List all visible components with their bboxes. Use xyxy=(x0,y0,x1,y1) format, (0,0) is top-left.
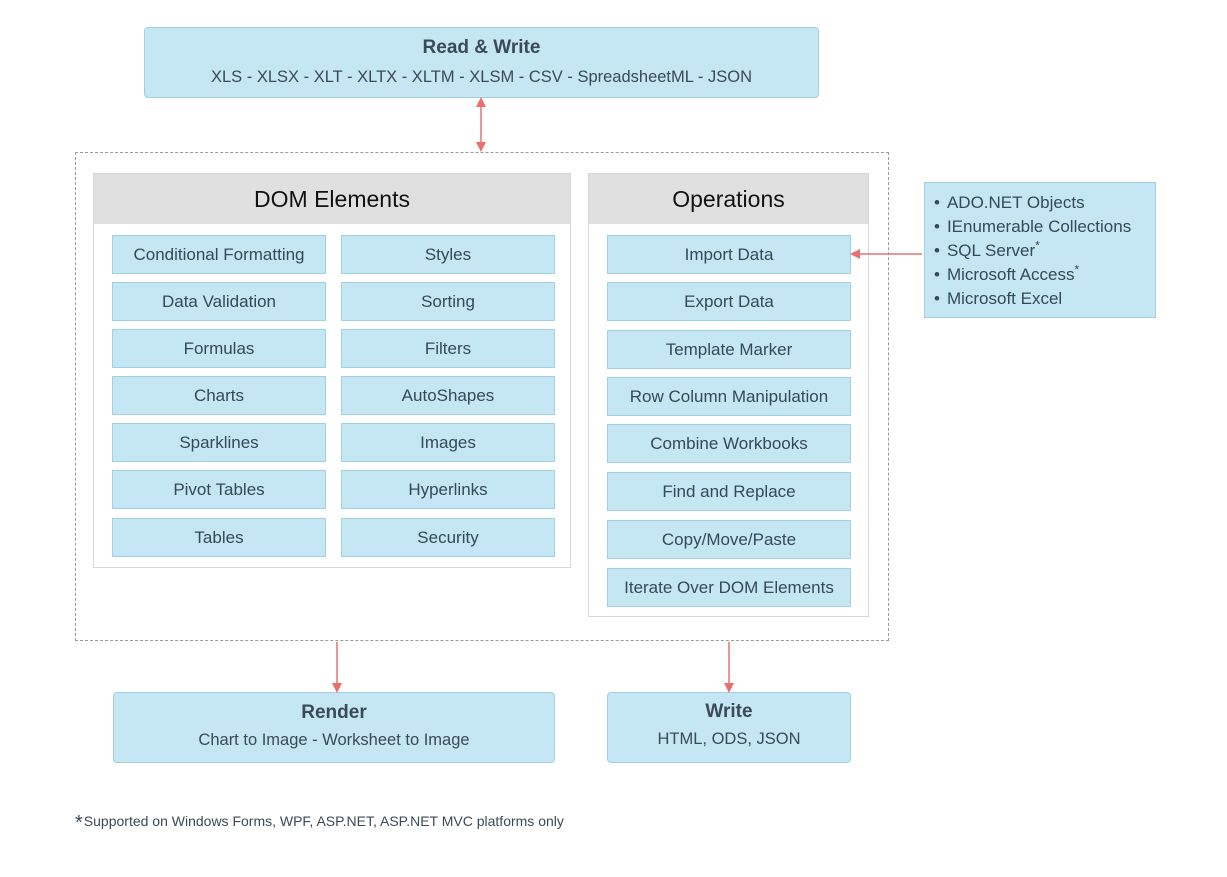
dom-element-cell: Charts xyxy=(112,376,326,415)
dom-element-cell: Styles xyxy=(341,235,555,274)
dom-elements-title: DOM Elements xyxy=(94,174,570,224)
data-source-item: Microsoft Access* xyxy=(934,263,1131,287)
operation-cell: Iterate Over DOM Elements xyxy=(607,568,851,607)
dom-element-cell: Data Validation xyxy=(112,282,326,321)
render-subtitle: Chart to Image - Worksheet to Image xyxy=(198,731,470,749)
dom-element-cell: Filters xyxy=(341,329,555,368)
dom-element-cell: Security xyxy=(341,518,555,557)
operation-cell: Combine Workbooks xyxy=(607,424,851,463)
data-source-item: IEnumerable Collections xyxy=(934,215,1131,239)
footnote-text: Supported on Windows Forms, WPF, ASP.NET… xyxy=(83,813,564,829)
write-box: Write HTML, ODS, JSON xyxy=(607,692,851,763)
data-source-item: SQL Server* xyxy=(934,239,1131,263)
data-sources-list: ADO.NET Objects IEnumerable Collections … xyxy=(934,191,1131,311)
data-sources-box: ADO.NET Objects IEnumerable Collections … xyxy=(924,182,1156,318)
operation-cell: Export Data xyxy=(607,282,851,321)
dom-element-cell: AutoShapes xyxy=(341,376,555,415)
write-formats: HTML, ODS, JSON xyxy=(657,730,801,748)
render-box: Render Chart to Image - Worksheet to Ima… xyxy=(113,692,555,763)
library-container xyxy=(75,152,889,641)
operation-cell: Find and Replace xyxy=(607,472,851,511)
read-write-title: Read & Write xyxy=(422,37,541,58)
dom-element-cell: Pivot Tables xyxy=(112,470,326,509)
operation-cell: Row Column Manipulation xyxy=(607,377,851,416)
operation-cell: Copy/Move/Paste xyxy=(607,520,851,559)
dom-element-cell: Hyperlinks xyxy=(341,470,555,509)
operation-cell: Template Marker xyxy=(607,330,851,369)
write-title: Write xyxy=(705,701,753,722)
render-title: Render xyxy=(301,702,367,723)
dom-element-cell: Conditional Formatting xyxy=(112,235,326,274)
read-write-formats: XLS - XLSX - XLT - XLTX - XLTM - XLSM - … xyxy=(211,68,752,86)
data-source-item: ADO.NET Objects xyxy=(934,191,1131,215)
footnote: *Supported on Windows Forms, WPF, ASP.NE… xyxy=(75,812,564,835)
operations-title: Operations xyxy=(589,174,868,224)
dom-element-cell: Sorting xyxy=(341,282,555,321)
dom-element-cell: Formulas xyxy=(112,329,326,368)
dom-element-cell: Images xyxy=(341,423,555,462)
dom-element-cell: Sparklines xyxy=(112,423,326,462)
operation-cell: Import Data xyxy=(607,235,851,274)
read-write-box: Read & Write XLS - XLSX - XLT - XLTX - X… xyxy=(144,27,819,98)
data-source-item: Microsoft Excel xyxy=(934,287,1131,311)
footnote-mark: * xyxy=(75,812,83,834)
dom-element-cell: Tables xyxy=(112,518,326,557)
